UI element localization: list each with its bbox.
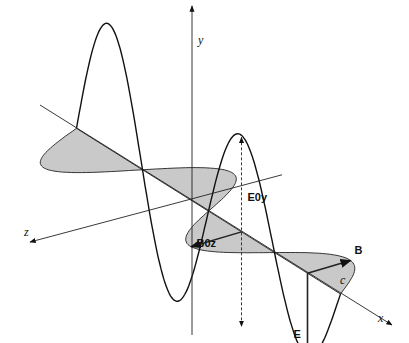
vector-label: E [294,329,301,340]
b-field-lobe [40,128,142,172]
speed-label: c [340,274,345,286]
b-field-lobe [143,168,237,212]
e-field-curve [77,23,341,343]
y-axis [192,6,193,335]
b-field-lobe [186,211,275,253]
axis-label: z [24,226,29,238]
e-vector [307,273,309,343]
x-axis [40,105,392,325]
vector-label: B0z [197,238,217,249]
axis-label: x [378,312,383,324]
axis-label: y [198,34,203,46]
vector-label: B [355,245,363,256]
b-vector [308,261,351,274]
vector-label: E0y [248,192,268,203]
z-axis [30,175,282,242]
